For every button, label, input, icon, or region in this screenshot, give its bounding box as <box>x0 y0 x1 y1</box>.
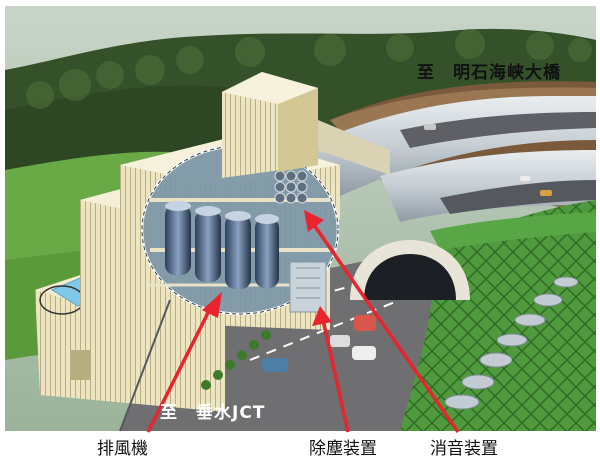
destination-akashi-bridge-label: 至 明石海峡大橋 <box>417 63 561 83</box>
callout-exhaust-fan: 排風機 <box>97 439 148 459</box>
callout-silencer: 消音装置 <box>430 439 498 459</box>
destination-tarumi-jct-label: 至 垂水JCT <box>160 403 266 423</box>
callout-dust-collector: 除塵装置 <box>309 439 377 459</box>
